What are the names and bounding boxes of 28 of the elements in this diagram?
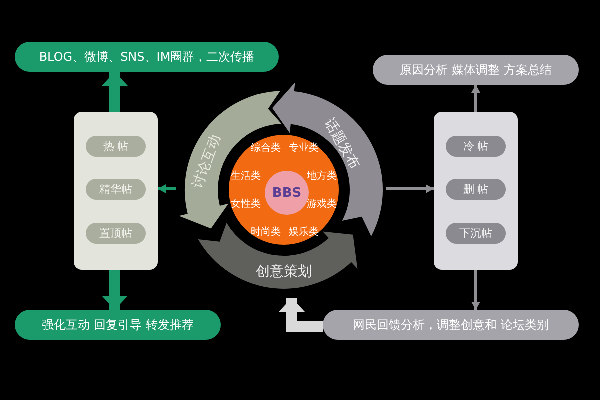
category-label: 地方类 bbox=[307, 170, 337, 183]
category-label: 生活类 bbox=[231, 170, 261, 183]
post-type-pill: 热 帖 bbox=[86, 136, 146, 157]
category-label: 综合类 bbox=[251, 142, 281, 155]
category-label: 女性类 bbox=[231, 198, 261, 211]
arrow bbox=[102, 72, 128, 112]
arrow bbox=[102, 270, 128, 310]
post-type-pill: 置顶帖 bbox=[86, 223, 146, 244]
panel bbox=[434, 112, 518, 270]
segment-label: 讨论互动 bbox=[188, 132, 226, 192]
arrow bbox=[472, 85, 480, 112]
arrow bbox=[158, 184, 176, 194]
category-label: 游戏类 bbox=[307, 198, 337, 211]
post-type-pill: 下沉帖 bbox=[446, 223, 506, 244]
banner: 原因分析 媒体调整 方案总结 bbox=[373, 55, 579, 85]
post-type-pill: 冷 帖 bbox=[446, 136, 506, 157]
panel bbox=[74, 112, 158, 270]
post-type-pill: 删 帖 bbox=[446, 179, 506, 200]
category-label: 娱乐类 bbox=[289, 226, 319, 239]
category-label: 专业类 bbox=[289, 142, 319, 155]
banner: BLOG、微博、SNS、IM圈群，二次传播 bbox=[15, 42, 279, 72]
segment-label: 创意策划 bbox=[256, 263, 312, 281]
banner: 强化互动 回复引导 转发推荐 bbox=[15, 310, 221, 340]
category-label: 时尚类 bbox=[251, 226, 281, 239]
post-type-pill: 精华帖 bbox=[86, 179, 146, 200]
banner: 网民回馈分析，调整创意和 论坛类别 bbox=[323, 310, 579, 340]
arrow bbox=[472, 270, 480, 310]
arrow bbox=[386, 184, 434, 194]
